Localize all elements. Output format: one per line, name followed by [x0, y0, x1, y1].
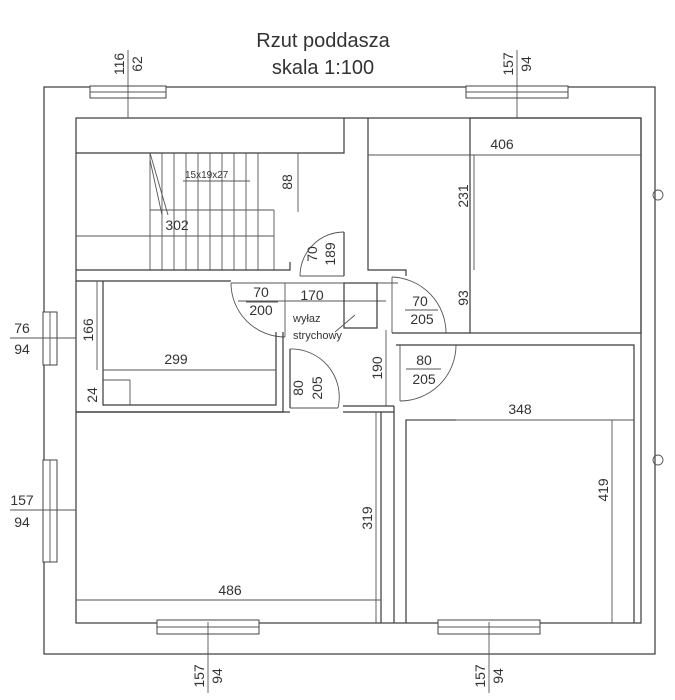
- stair-width-dim: 302: [165, 217, 189, 233]
- hall-right-door-height: 205: [410, 311, 434, 327]
- window-top-right-width: 157: [500, 52, 516, 76]
- window-bottom-left-width: 157: [191, 664, 207, 688]
- window-left-upper: 76 94: [10, 311, 76, 366]
- window-left-upper-width: 76: [14, 320, 30, 336]
- hall-width: 170: [300, 287, 324, 303]
- window-top-right-height: 94: [518, 56, 534, 72]
- hall: 170 wyłaz strychowy 190: [231, 282, 398, 413]
- window-left-lower: 157 94: [10, 459, 76, 563]
- attic-hatch-label-1: wyłaz: [292, 313, 321, 325]
- room-left-middle-width: 299: [164, 351, 188, 367]
- hall-left-door: 70 200: [230, 282, 286, 338]
- stair-door-width: 70: [304, 246, 320, 262]
- window-left-upper-height: 94: [14, 341, 30, 357]
- room-bottom-right: 348 419: [405, 344, 635, 623]
- room-top-right: 406 231 93: [367, 117, 642, 334]
- window-left-lower-width: 157: [10, 492, 34, 508]
- bath-door-height: 205: [309, 376, 325, 400]
- window-bottom-left: 157 94: [156, 619, 260, 693]
- room-left-middle-depth: 166: [80, 318, 96, 342]
- window-top-left-width: 116: [111, 53, 127, 76]
- window-top-right: 157 94: [465, 50, 569, 118]
- stair-depth-dim: 88: [279, 174, 295, 190]
- bedroom-right-door-width: 80: [416, 352, 432, 368]
- staircase: 15x19x27 302 88: [76, 118, 345, 271]
- attic-hatch-label-2: strychowy: [293, 330, 342, 342]
- room-top-right-inner: [469, 117, 642, 334]
- room-bottom-left: 486 319: [76, 406, 395, 623]
- room-top-right-depth: 231: [455, 184, 471, 208]
- room-bottom-right-depth: 419: [595, 478, 611, 502]
- stair-step-spec: 15x19x27: [185, 170, 229, 181]
- bath-door-width: 80: [290, 380, 306, 396]
- window-left-lower-height: 94: [14, 514, 30, 530]
- window-bottom-right-width: 157: [472, 664, 488, 688]
- plan-scale: skala 1:100: [272, 57, 374, 79]
- outer-wall-outer: [43, 86, 656, 655]
- room-top-right-width: 406: [490, 136, 514, 152]
- bath-door: 80 205: [289, 348, 340, 409]
- stair-door-height: 189: [322, 242, 338, 266]
- outer-wall-inner: [75, 117, 642, 624]
- room-left-middle-offset: 24: [84, 387, 100, 403]
- plan-title: Rzut poddasza: [256, 30, 390, 52]
- window-top-left-height: 62: [129, 56, 145, 72]
- hall-left-door-height: 200: [249, 302, 273, 318]
- stair-treads: [161, 153, 259, 270]
- downpipe-lower: [652, 454, 664, 466]
- window-bottom-left-height: 94: [209, 668, 225, 684]
- room-top-right-extra: 93: [455, 290, 471, 306]
- hall-depth: 190: [369, 356, 385, 380]
- hall-left-door-width: 70: [253, 284, 269, 300]
- bedroom-right-door-height: 205: [412, 371, 436, 387]
- hall-right-door: 70 205: [391, 276, 470, 334]
- room-bottom-left-depth: 319: [359, 506, 375, 530]
- room-bottom-left-width: 486: [218, 582, 242, 598]
- stair-door: 70 189: [299, 231, 345, 277]
- attic-hatch: [343, 282, 378, 329]
- bedroom-right-door: 80 205: [396, 344, 457, 402]
- window-top-left: 116 62: [89, 50, 167, 118]
- hall-right-door-width: 70: [412, 293, 428, 309]
- downpipe-upper: [652, 189, 664, 201]
- window-bottom-right: 157 94: [437, 619, 541, 693]
- room-bottom-right-width: 348: [508, 401, 532, 417]
- window-bottom-right-height: 94: [490, 668, 506, 684]
